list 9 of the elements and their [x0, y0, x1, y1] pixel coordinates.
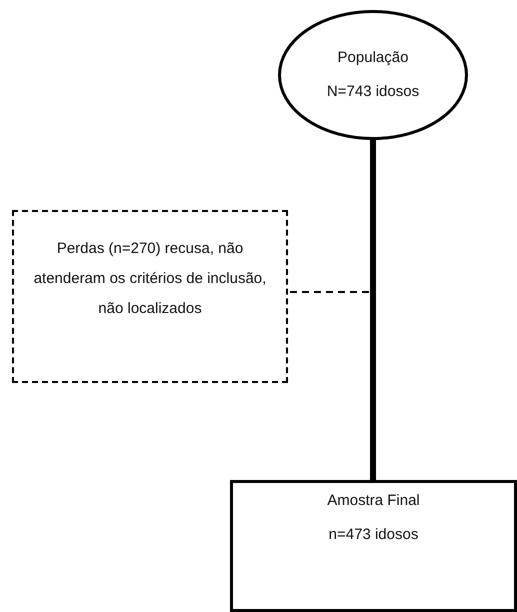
dashed-box — [12, 210, 288, 383]
ellipse-node — [278, 10, 468, 140]
node-text: População — [338, 48, 408, 68]
node-text: Perdas (n=270) recusa, não atenderam os critérios de inclusão, não localizados — [32, 239, 268, 319]
node-text: N=743 idosos — [326, 82, 420, 102]
node-text: n=473 idosos — [328, 525, 418, 545]
process-box — [230, 480, 517, 612]
connector-line — [370, 140, 376, 480]
node-text: Amostra Final — [327, 491, 420, 511]
